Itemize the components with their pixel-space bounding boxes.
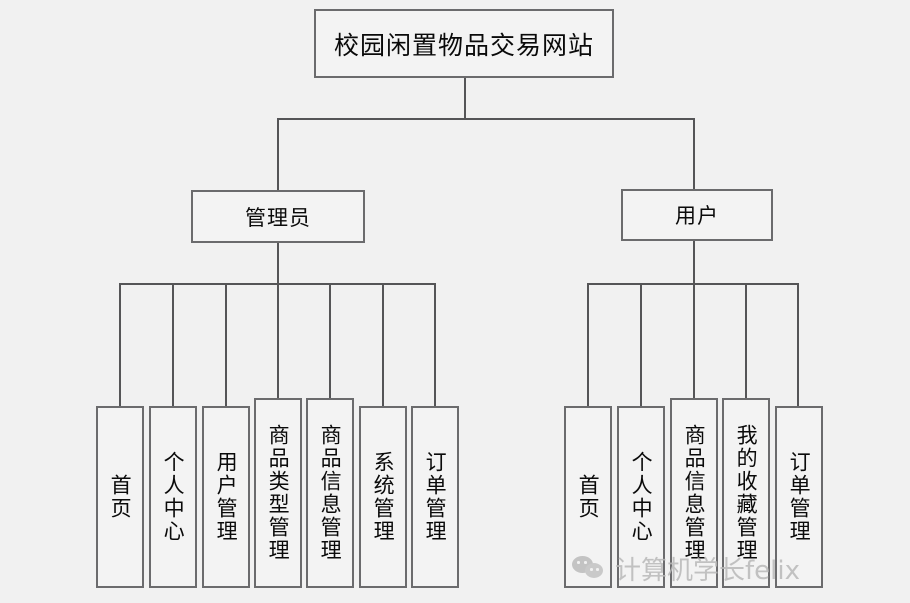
connector-drop-user — [693, 118, 695, 190]
node-branch-admin-label: 管理员 — [245, 205, 311, 230]
node-leaf-admin-user-management-label: 用户管理 — [214, 451, 239, 543]
connector-admin-leaf-drop-6 — [382, 283, 384, 407]
node-leaf-user-personal-center[interactable]: 个人中心 — [617, 406, 665, 588]
node-branch-user[interactable]: 用户 — [621, 189, 773, 241]
connector-admin-leaf-drop-7 — [434, 283, 436, 407]
node-leaf-user-order-management[interactable]: 订单管理 — [775, 406, 823, 588]
node-root-label: 校园闲置物品交易网站 — [333, 30, 594, 60]
node-leaf-user-favorites-management[interactable]: 我的收藏管理 — [722, 398, 770, 588]
node-branch-admin[interactable]: 管理员 — [191, 190, 365, 243]
node-leaf-admin-system-management[interactable]: 系统管理 — [359, 406, 407, 588]
node-leaf-admin-personal-center-label: 个人中心 — [161, 451, 186, 543]
connector-drop-admin — [277, 118, 279, 190]
node-leaf-user-home-label: 首页 — [576, 474, 601, 520]
node-leaf-admin-product-info-management[interactable]: 商品信息管理 — [306, 398, 354, 588]
node-leaf-admin-home[interactable]: 首页 — [96, 406, 144, 588]
node-leaf-admin-user-management[interactable]: 用户管理 — [202, 406, 250, 588]
node-leaf-user-product-info-management-label: 商品信息管理 — [682, 424, 707, 562]
connector-user-leaf-drop-3 — [693, 283, 695, 407]
node-leaf-user-favorites-management-label: 我的收藏管理 — [734, 424, 759, 562]
node-root[interactable]: 校园闲置物品交易网站 — [314, 9, 614, 78]
node-leaf-admin-product-category-management[interactable]: 商品类型管理 — [254, 398, 302, 588]
connector-user-leaf-drop-4 — [745, 283, 747, 407]
connector-user-leaf-drop-5 — [797, 283, 799, 407]
connector-user-stem — [693, 241, 695, 284]
connector-user-leaf-drop-2 — [640, 283, 642, 407]
node-leaf-admin-personal-center[interactable]: 个人中心 — [149, 406, 197, 588]
node-leaf-user-home[interactable]: 首页 — [564, 406, 612, 588]
connector-admin-leaf-drop-1 — [119, 283, 121, 407]
node-leaf-admin-product-category-management-label: 商品类型管理 — [266, 424, 291, 562]
node-leaf-admin-order-management[interactable]: 订单管理 — [411, 406, 459, 588]
node-branch-user-label: 用户 — [675, 204, 719, 228]
node-leaf-admin-product-info-management-label: 商品信息管理 — [318, 424, 343, 562]
node-leaf-user-product-info-management[interactable]: 商品信息管理 — [670, 398, 718, 588]
connector-admin-leaf-drop-4 — [277, 283, 279, 407]
connector-root-stem — [464, 78, 466, 119]
node-leaf-user-order-management-label: 订单管理 — [787, 451, 812, 543]
node-leaf-admin-order-management-label: 订单管理 — [423, 451, 448, 543]
connector-user-leaf-drop-1 — [587, 283, 589, 407]
node-leaf-admin-system-management-label: 系统管理 — [371, 451, 396, 543]
connector-level1-bus — [277, 118, 695, 120]
node-leaf-admin-home-label: 首页 — [108, 474, 133, 520]
connector-admin-stem — [277, 243, 279, 284]
connector-admin-leaf-drop-2 — [172, 283, 174, 407]
node-leaf-user-personal-center-label: 个人中心 — [629, 451, 654, 543]
connector-admin-leaf-drop-3 — [225, 283, 227, 407]
connector-admin-leaf-drop-5 — [329, 283, 331, 407]
